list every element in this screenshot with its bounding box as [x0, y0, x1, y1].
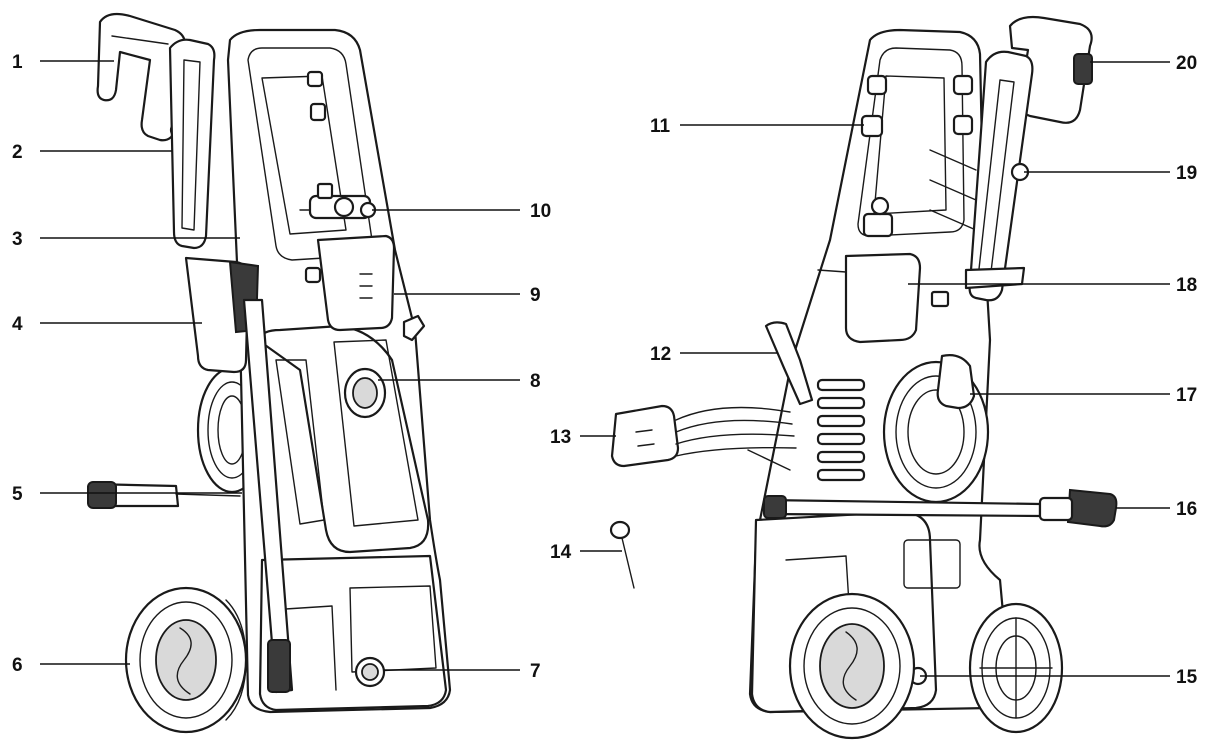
front-outlet-fitting	[343, 367, 387, 419]
rear-wheel-right	[968, 602, 1064, 734]
front-spray-gun	[87, 12, 294, 694]
front-switch-panel	[316, 234, 426, 342]
rear-vents	[816, 378, 866, 482]
front-view-machine	[87, 12, 452, 734]
callout-5: 5	[12, 484, 23, 505]
rear-spray-gun	[964, 15, 1093, 302]
front-main-body	[226, 28, 452, 714]
front-inlet-fitting	[354, 656, 386, 688]
leader-lines	[40, 60, 1170, 677]
callout-6: 6	[12, 655, 23, 676]
rear-power-plug	[610, 404, 797, 471]
callout-10: 10	[530, 201, 551, 222]
callout-14: 14	[550, 542, 572, 563]
rear-wheel-left	[788, 592, 916, 740]
callout-13: 13	[550, 427, 571, 448]
callout-12: 12	[650, 344, 671, 365]
callout-18: 18	[1176, 275, 1197, 296]
rear-detergent-tank	[817, 196, 950, 344]
rear-view-machine	[609, 15, 1118, 740]
callout-9: 9	[530, 285, 541, 306]
callout-20: 20	[1176, 53, 1197, 74]
callout-17: 17	[1176, 385, 1197, 406]
callout-2: 2	[12, 142, 23, 163]
callout-7: 7	[530, 661, 541, 682]
callout-numbers: 1 2 3 4 5 6 7 8 9 10 11 12 13 14 15 16 1…	[12, 52, 1198, 688]
callout-3: 3	[12, 229, 23, 250]
rear-lance	[763, 488, 1118, 528]
callout-4: 4	[12, 314, 23, 335]
rear-hook	[764, 321, 814, 406]
rear-cleaning-pin	[609, 520, 635, 589]
front-wheel	[124, 586, 248, 734]
callout-16: 16	[1176, 499, 1197, 520]
callout-11: 11	[650, 116, 671, 137]
rear-hose-reel	[882, 354, 990, 504]
callout-19: 19	[1176, 163, 1197, 184]
callout-8: 8	[530, 371, 541, 392]
callout-15: 15	[1176, 667, 1198, 688]
callout-1: 1	[12, 52, 23, 73]
